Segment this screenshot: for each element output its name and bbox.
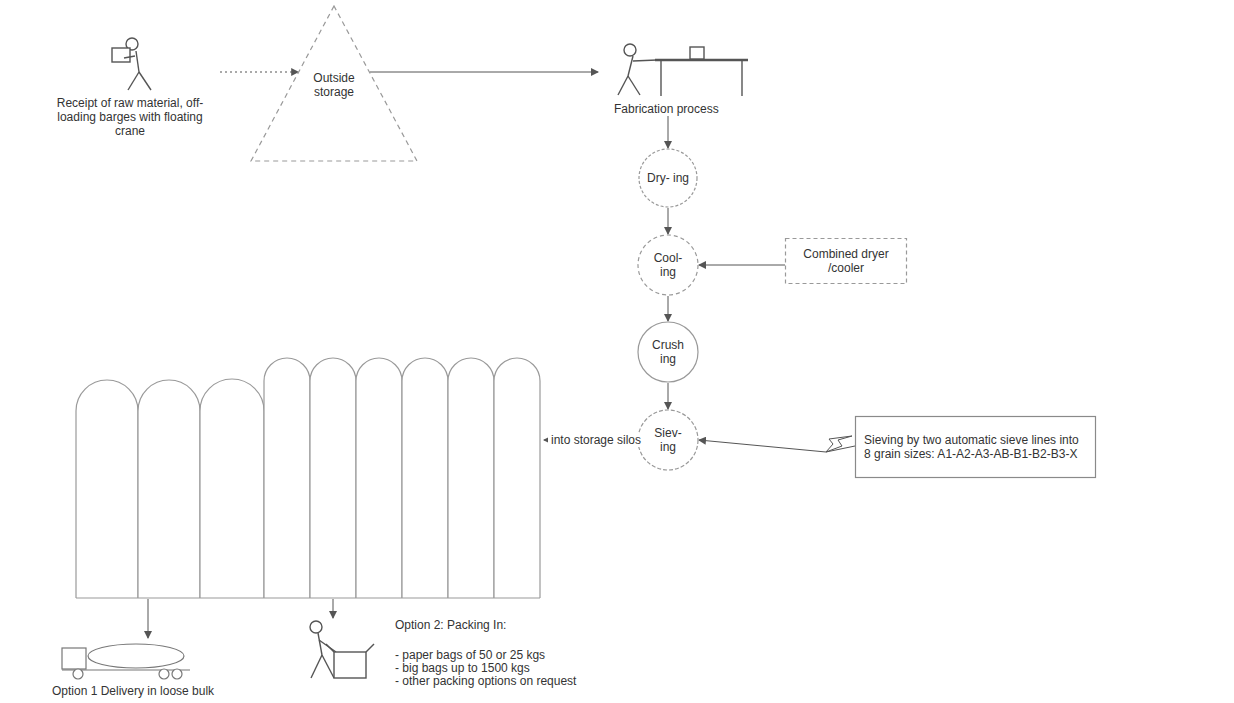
packing-item: - paper bags of 50 or 25 kgs [395,648,545,662]
option-label: Option 1 Delivery in loose bulk [52,684,214,698]
note-box: Combined dryer /cooler [785,238,907,284]
node-text: Receipt of raw material, off-loading bar… [45,96,215,138]
node-text: Outside storage [304,71,364,99]
fabrication-figure [618,44,748,96]
process-circle: Siev- ing [637,409,699,471]
node-text: Crush ing [645,338,691,366]
node-text: Combined dryer /cooler [794,247,898,275]
packing-item: - big bags up to 1500 kgs [395,661,530,675]
packing-item: - other packing options on request [395,674,576,688]
process-circle: Dry- ing [638,148,698,208]
receipt-figure [112,38,151,90]
flow-connector [668,383,669,409]
flow-label: into storage silos [548,433,644,447]
node-text: Sieving by two automatic sieve lines int… [864,433,1084,461]
storage-triangle: Outside storage [250,5,418,162]
flow-connector [699,265,785,266]
flow-connector [370,72,598,73]
flow-connector [699,440,855,452]
packing-figure [310,621,374,678]
option-label: Option 2: Packing In: [395,618,506,632]
flow-connector [668,116,669,148]
flow-connector [668,208,669,234]
storage-silos [76,358,540,598]
node-text: Dry- ing [645,171,691,185]
figure-node: Fabrication process [598,34,763,116]
node-text: Fabrication process [614,102,719,116]
flow-connector [220,72,298,73]
node-text: Cool- ing [645,251,691,279]
process-circle: Crush ing [637,321,699,383]
flow-arrows [148,440,637,638]
process-circle: Cool- ing [637,234,699,296]
tanker-truck [62,644,190,679]
note-box: Sieving by two automatic sieve lines int… [855,416,1096,478]
figure-node: Receipt of raw material, off-loading bar… [40,34,220,138]
flow-connector [668,296,669,321]
node-text: Siev- ing [645,426,691,454]
